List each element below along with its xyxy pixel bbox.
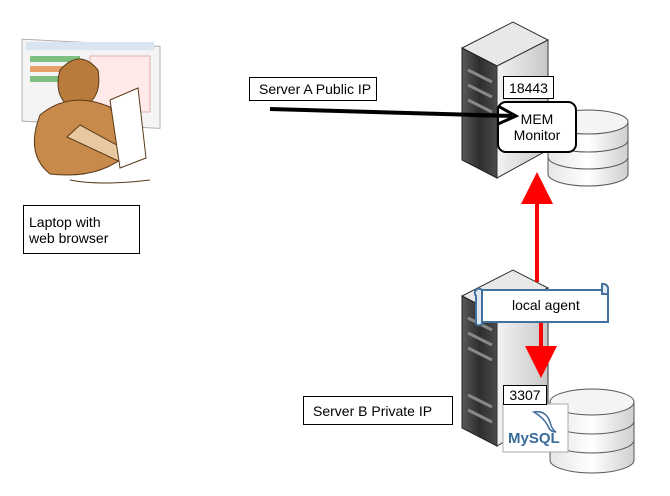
dolphin-icon <box>531 410 557 433</box>
server-a-label-text: Server A Public IP <box>259 81 372 97</box>
monitor-line-2: Monitor <box>513 127 561 143</box>
database-b-icon <box>549 388 635 474</box>
mem-monitor-box: MEM Monitor <box>497 101 577 153</box>
monitor-line-1: MEM <box>520 111 554 127</box>
server-a-label: Server A Public IP <box>249 77 377 101</box>
port-b-label: 3307 <box>503 385 547 405</box>
server-a-icon <box>460 21 550 179</box>
laptop-user-illustration <box>21 38 161 184</box>
laptop-label-line-2: web browser <box>29 229 109 246</box>
laptop-label: Laptop with web browser <box>23 205 140 254</box>
port-a-label: 18443 <box>503 76 554 99</box>
local-agent-label: local agent <box>512 297 580 313</box>
local-agent-banner <box>473 282 610 327</box>
server-b-label: Server B Private IP <box>303 396 453 425</box>
mysql-logo-text: MySQL <box>508 430 560 447</box>
mysql-text: MySQL <box>508 430 560 447</box>
laptop-label-line-1: Laptop with <box>29 213 101 230</box>
server-b-label-text: Server B Private IP <box>313 402 433 419</box>
port-b-text: 3307 <box>509 387 541 403</box>
port-a-text: 18443 <box>509 79 548 96</box>
